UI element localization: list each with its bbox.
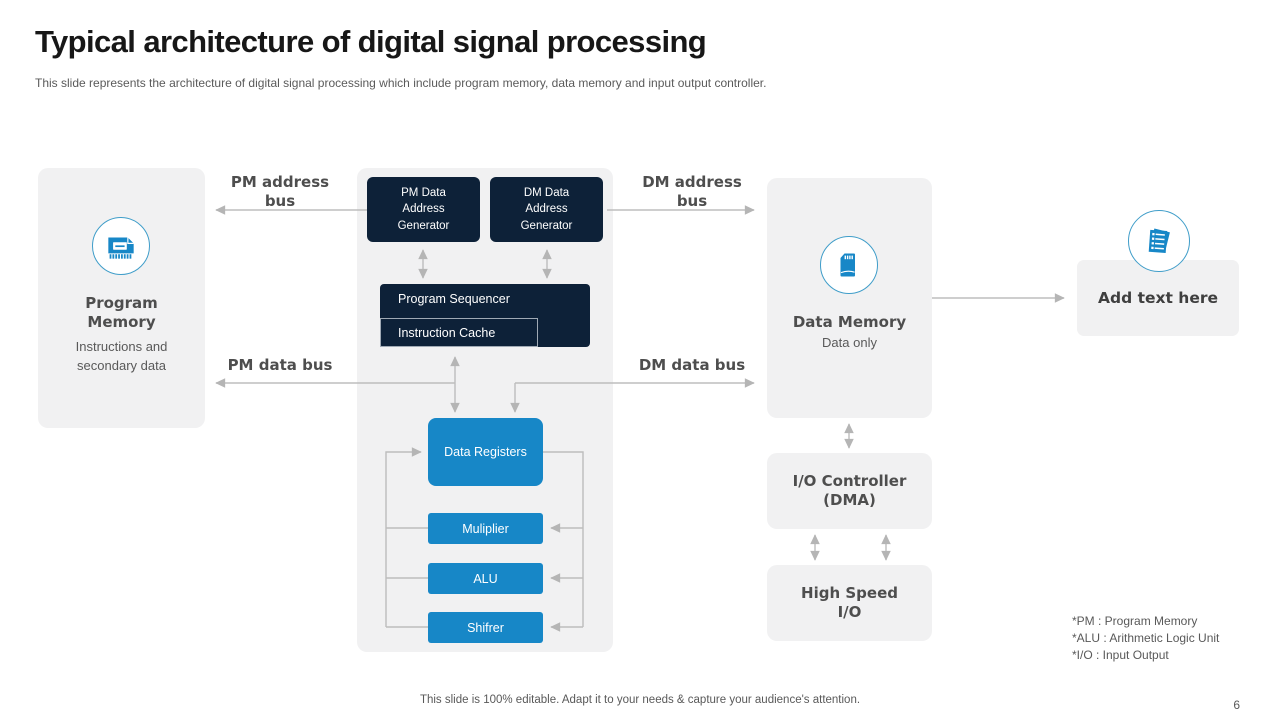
data-memory-node[interactable]: Data Memory Data only xyxy=(767,178,932,418)
data-registers-box[interactable]: Data Registers xyxy=(428,418,543,486)
high-speed-io-label: High Speed I/O xyxy=(801,583,898,621)
pm-data-address-generator-box[interactable]: PM Data Address Generator xyxy=(367,177,480,242)
add-text-placeholder[interactable]: Add text here xyxy=(1077,260,1239,336)
program-memory-title: Program Memory xyxy=(85,294,158,332)
dm-address-bus-label: DM address bus xyxy=(642,173,742,211)
io-controller-label: I/O Controller (DMA) xyxy=(792,471,907,509)
program-sequencer-label: Program Sequencer xyxy=(398,292,510,306)
footnote-alu: *ALU : Arithmetic Logic Unit xyxy=(1072,630,1220,645)
page-number: 6 xyxy=(1233,698,1240,712)
editable-note: This slide is 100% editable. Adapt it to… xyxy=(419,694,861,706)
dm-data-bus-label: DM data bus xyxy=(638,356,746,374)
high-speed-io-box[interactable]: High Speed I/O xyxy=(767,565,932,641)
pm-address-bus-label: PM address bus xyxy=(230,173,330,211)
footnotes: *PM : Program Memory *ALU : Arithmetic L… xyxy=(1072,613,1219,663)
page-title: Typical architecture of digital signal p… xyxy=(35,24,707,59)
multiplier-box[interactable]: Muliplier xyxy=(428,513,543,544)
program-memory-node[interactable]: Program Memory Instructions and secondar… xyxy=(38,168,205,428)
sd-card-icon xyxy=(820,236,878,294)
checklist-papers-icon xyxy=(1128,210,1190,272)
instruction-cache-box[interactable]: Instruction Cache xyxy=(380,318,538,347)
pm-data-bus-label: PM data bus xyxy=(227,356,333,374)
page-subtitle: This slide represents the architecture o… xyxy=(35,76,767,90)
footnote-pm: *PM : Program Memory xyxy=(1072,614,1198,628)
memory-chip-icon xyxy=(92,217,150,275)
data-memory-title: Data Memory xyxy=(792,313,907,331)
add-text-label: Add text here xyxy=(1097,289,1218,307)
alu-box[interactable]: ALU xyxy=(428,563,543,594)
dm-data-address-generator-box[interactable]: DM Data Address Generator xyxy=(490,177,603,242)
data-memory-subtitle: Data only xyxy=(822,335,877,350)
instruction-cache-label: Instruction Cache xyxy=(398,325,496,340)
shifter-box[interactable]: Shifrer xyxy=(428,612,543,643)
program-memory-subtitle: Instructions and secondary data xyxy=(75,339,168,373)
io-controller-box[interactable]: I/O Controller (DMA) xyxy=(767,453,932,529)
program-sequencer-box[interactable]: Program Sequencer Instruction Cache xyxy=(380,284,590,347)
footnote-io: *I/O : Input Output xyxy=(1072,647,1169,662)
